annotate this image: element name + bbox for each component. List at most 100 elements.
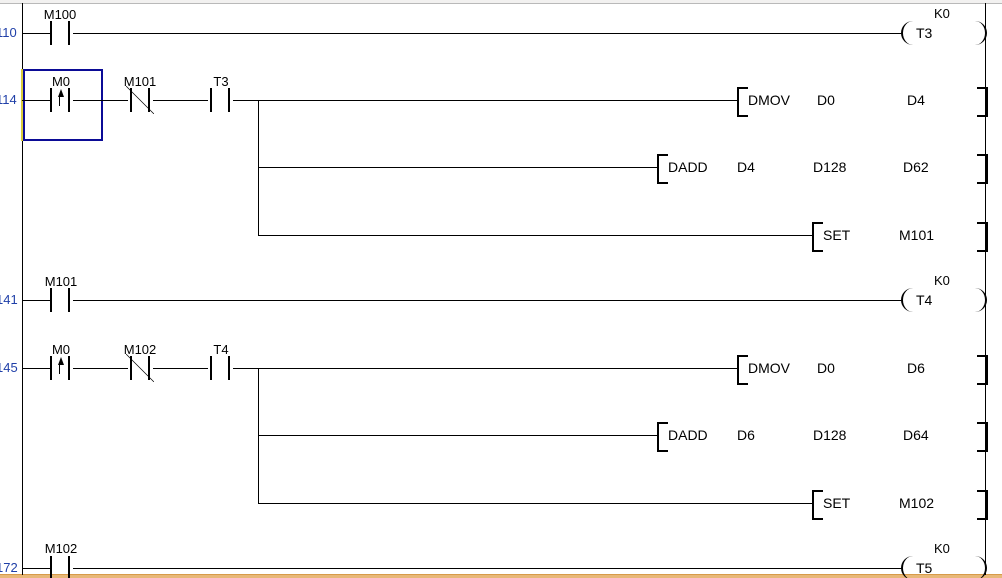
wire-segment	[258, 503, 813, 504]
instruction-operand[interactable]: M101	[899, 227, 935, 243]
contact-label: M102	[44, 541, 78, 556]
normally-closed-slash-icon	[126, 354, 154, 382]
wire-segment	[233, 100, 738, 101]
instruction-open-bracket	[812, 222, 823, 252]
contact-bar-left	[210, 88, 212, 112]
instruction-name[interactable]: SET	[823, 495, 851, 511]
contact-bar-right	[68, 288, 70, 312]
window-bottom-edge	[0, 574, 1002, 578]
wire-segment	[22, 100, 50, 101]
rung-number: 172	[0, 560, 18, 575]
instruction-name[interactable]: DADD	[668, 427, 708, 443]
coil-device[interactable]: T4	[916, 292, 933, 308]
rising-edge-stem-icon	[58, 363, 60, 374]
normally-closed-slash-icon	[126, 86, 154, 114]
wire-segment	[22, 33, 50, 34]
wire-segment	[22, 300, 50, 301]
coil-preset: K0	[934, 541, 950, 556]
coil-open-paren	[901, 288, 913, 312]
contact-bar-right	[228, 88, 230, 112]
instruction-close-bracket	[977, 87, 988, 117]
contact-bar-right	[68, 356, 70, 380]
contact-label: M102	[123, 342, 157, 357]
wire-segment	[258, 235, 813, 236]
contact-no[interactable]	[207, 88, 233, 112]
wire-segment	[73, 33, 903, 34]
instruction-operand[interactable]: D4	[907, 92, 925, 108]
instruction-name[interactable]: DMOV	[748, 360, 790, 376]
instruction-operand[interactable]: D4	[737, 159, 755, 175]
rising-edge-arrow-icon	[58, 89, 64, 97]
wire-segment	[153, 368, 208, 369]
wire-segment	[22, 568, 50, 569]
contact-bar-left	[50, 88, 52, 112]
contact-bar-left	[210, 356, 212, 380]
wire-segment	[153, 100, 208, 101]
coil-device[interactable]: T3	[916, 25, 933, 41]
coil-close-paren	[975, 288, 987, 312]
rung-number: 110	[0, 25, 17, 40]
contact-bar-right	[68, 21, 70, 45]
left-power-rail	[22, 3, 23, 575]
contact-no[interactable]	[47, 21, 73, 45]
selection-cursor[interactable]	[23, 69, 103, 141]
instruction-name[interactable]: SET	[823, 227, 851, 243]
instruction-open-bracket	[657, 422, 668, 452]
instruction-operand[interactable]: D0	[817, 92, 835, 108]
instruction-close-bracket	[977, 222, 988, 252]
right-power-rail	[985, 3, 986, 575]
instruction-open-bracket	[812, 490, 823, 520]
instruction-operand[interactable]: D64	[903, 427, 929, 443]
contact-rising-edge[interactable]	[47, 88, 73, 112]
contact-nc[interactable]	[126, 86, 154, 114]
selection-accent	[21, 69, 23, 141]
instruction-open-bracket	[657, 154, 668, 184]
coil-preset: K0	[934, 273, 950, 288]
instruction-operand[interactable]: D6	[907, 360, 925, 376]
instruction-operand[interactable]: D62	[903, 159, 929, 175]
wire-segment	[233, 368, 738, 369]
window-top-edge	[0, 0, 1002, 4]
contact-bar-right	[68, 556, 70, 578]
coil-open-paren	[901, 556, 913, 578]
wire-segment	[73, 368, 128, 369]
contact-bar-right	[68, 88, 70, 112]
contact-bar-left	[50, 288, 52, 312]
instruction-operand[interactable]: D6	[737, 427, 755, 443]
contact-bar-right	[228, 356, 230, 380]
wire-segment	[73, 300, 903, 301]
instruction-operand[interactable]: D0	[817, 360, 835, 376]
contact-no[interactable]	[47, 288, 73, 312]
contact-nc[interactable]	[126, 354, 154, 382]
contact-label: M101	[44, 274, 78, 289]
instruction-operand[interactable]: D128	[813, 427, 847, 443]
instruction-name[interactable]: DMOV	[748, 92, 790, 108]
rung-number: 145	[0, 360, 18, 375]
wire-segment	[22, 368, 50, 369]
coil-device[interactable]: T5	[916, 560, 933, 576]
instruction-operand[interactable]: M102	[899, 495, 935, 511]
contact-no[interactable]	[47, 556, 73, 578]
contact-label: T3	[213, 74, 229, 89]
contact-bar-left	[50, 556, 52, 578]
rung-number: 114	[0, 92, 17, 107]
instruction-operand[interactable]: D128	[813, 159, 847, 175]
contact-rising-edge[interactable]	[47, 356, 73, 380]
coil-close-paren	[975, 21, 987, 45]
instruction-name[interactable]: DADD	[668, 159, 708, 175]
rising-edge-stem-icon	[58, 95, 60, 106]
contact-bar-left	[50, 356, 52, 380]
rung-number: 141	[0, 292, 18, 307]
contact-bar-left	[50, 21, 52, 45]
wire-segment	[258, 167, 658, 168]
wire-segment	[73, 100, 128, 101]
instruction-close-bracket	[977, 355, 988, 385]
contact-no[interactable]	[207, 356, 233, 380]
instruction-close-bracket	[977, 422, 988, 452]
instruction-close-bracket	[977, 490, 988, 520]
coil-open-paren	[901, 21, 913, 45]
coil-close-paren	[975, 556, 987, 578]
coil-preset: K0	[934, 6, 950, 21]
instruction-open-bracket	[737, 87, 748, 117]
